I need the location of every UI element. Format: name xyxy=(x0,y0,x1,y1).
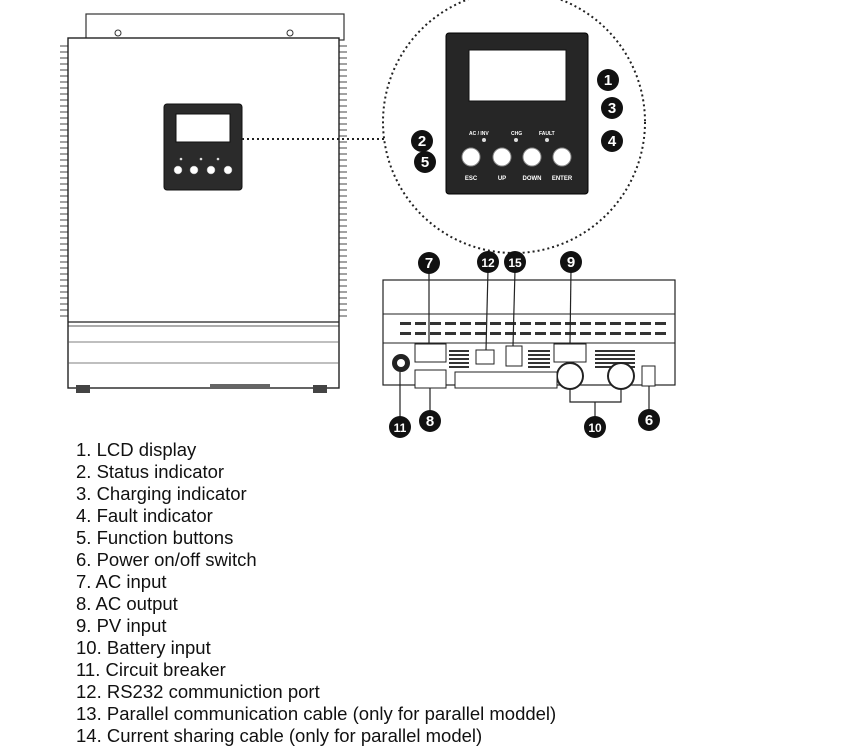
enter-label: ENTER xyxy=(552,176,573,182)
legend-item: 1. LCD display xyxy=(76,439,197,460)
callout-number: 12 xyxy=(481,256,495,270)
callout-badge: 2 xyxy=(411,130,433,152)
legend-item: 5. Function buttons xyxy=(76,527,234,548)
legend-item: 10. Battery input xyxy=(76,637,211,658)
callout-badge: 1 xyxy=(597,69,619,91)
legend-item: 9. PV input xyxy=(76,615,167,636)
callout-number: 7 xyxy=(425,255,433,272)
esc-button[interactable] xyxy=(461,147,481,167)
ac-output-terminal xyxy=(414,369,447,389)
legend-item: 12. RS232 communiction port xyxy=(76,681,320,702)
callout-badge: 11 xyxy=(389,416,411,438)
callout-number: 15 xyxy=(508,256,522,270)
charging-led xyxy=(514,138,518,142)
parallel-port xyxy=(505,345,523,367)
callout-number: 4 xyxy=(608,133,617,150)
up-button[interactable] xyxy=(492,147,512,167)
power-switch xyxy=(641,365,656,387)
callout-badge: 7 xyxy=(418,252,440,274)
callout-number: 8 xyxy=(426,413,434,430)
callout-badge: 9 xyxy=(560,251,582,273)
legend-item: 4. Fault indicator xyxy=(76,505,213,526)
legend-item: 13. Parallel communication cable (only f… xyxy=(76,703,557,724)
legend-item: 7. AC input xyxy=(76,571,167,592)
legend-list: 1. LCD display 2. Status indicator 3. Ch… xyxy=(76,439,556,747)
small-control-panel xyxy=(163,103,243,191)
indicator-label-ac-inv: AC / INV xyxy=(469,131,489,137)
callout-number: 9 xyxy=(567,254,575,271)
callout-number: 3 xyxy=(608,100,616,117)
callout-badge: 4 xyxy=(601,130,623,152)
callout-number: 6 xyxy=(645,412,653,429)
callout-badge: 6 xyxy=(638,409,660,431)
battery-terminal-1 xyxy=(556,362,584,390)
down-button[interactable] xyxy=(522,147,542,167)
callout-badge: 3 xyxy=(601,97,623,119)
callout-badge: 8 xyxy=(419,410,441,432)
legend-item: 8. AC output xyxy=(76,593,178,614)
callout-badge: 5 xyxy=(414,151,436,173)
fault-led xyxy=(545,138,549,142)
indicator-label-chg: CHG xyxy=(511,131,522,137)
legend-item: 2. Status indicator xyxy=(76,461,225,482)
legend-item: 11. Circuit breaker xyxy=(76,659,226,680)
down-label: DOWN xyxy=(523,176,542,182)
pv-input-terminal xyxy=(553,343,587,363)
battery-terminal-2 xyxy=(607,362,635,390)
legend-item: 3. Charging indicator xyxy=(76,483,247,504)
lcd-display xyxy=(468,49,567,102)
callout-number: 11 xyxy=(394,421,407,435)
callout-badge: 10 xyxy=(584,416,606,438)
enter-button[interactable] xyxy=(552,147,572,167)
callout-badge: 12 xyxy=(477,251,499,273)
status-led xyxy=(482,138,486,142)
legend-item: 14. Current sharing cable (only for para… xyxy=(76,725,483,746)
up-label: UP xyxy=(498,176,506,182)
indicator-label-fault: FAULT xyxy=(539,131,555,137)
esc-label: ESC xyxy=(465,176,478,182)
inverter-front-view xyxy=(60,13,347,393)
callout-number: 2 xyxy=(418,133,426,150)
large-control-panel: AC / INV CHG FAULT ESC UP DOWN ENTER xyxy=(445,32,589,195)
rs232-port xyxy=(475,349,495,365)
legend-item: 6. Power on/off switch xyxy=(76,549,257,570)
callout-number: 1 xyxy=(604,72,612,89)
callout-number: 10 xyxy=(588,421,602,435)
ac-input-terminal xyxy=(414,343,447,363)
inverter-bottom-view xyxy=(382,269,676,418)
callout-badge: 15 xyxy=(504,251,526,273)
callout-number: 5 xyxy=(421,154,429,171)
